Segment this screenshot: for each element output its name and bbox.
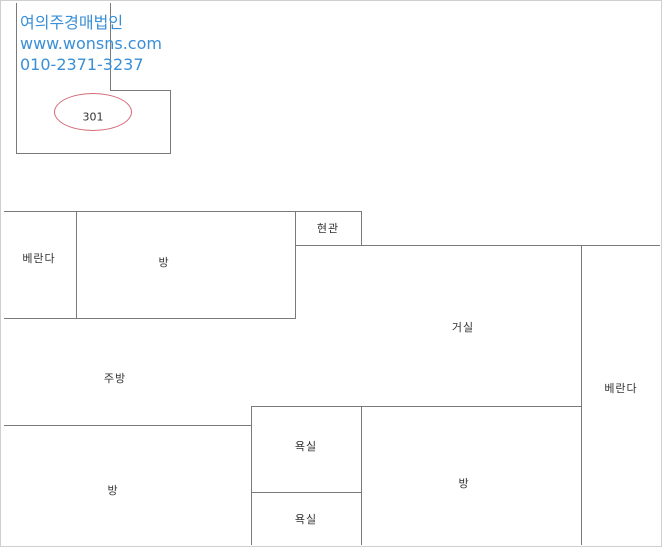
room-label-living-room: 거실 [451, 321, 475, 334]
key-plan-wall [16, 153, 171, 154]
wall [4, 211, 362, 212]
wall [361, 211, 362, 246]
watermark: 여의주경매법인 www.wonsns.com 010-2371-3237 [20, 12, 162, 75]
room-label-bathroom-1: 욕실 [294, 440, 318, 453]
watermark-website: www.wonsns.com [20, 34, 162, 53]
unit-highlight-ellipse [54, 93, 132, 131]
room-label-room-top: 방 [158, 256, 170, 269]
room-label-veranda-right: 베란다 [604, 382, 638, 395]
unit-number: 301 [82, 110, 104, 124]
wall [295, 245, 660, 246]
watermark-company: 여의주경매법인 [20, 13, 124, 32]
key-plan-wall [110, 90, 171, 91]
wall [251, 406, 582, 407]
wall [295, 211, 296, 319]
wall [4, 318, 296, 319]
wall [361, 406, 362, 545]
wall [581, 245, 582, 545]
room-label-bathroom-2: 욕실 [294, 513, 318, 526]
room-label-veranda-left: 베란다 [22, 252, 56, 265]
watermark-phone: 010-2371-3237 [20, 55, 144, 74]
room-label-room-bottom-right: 방 [458, 477, 470, 490]
key-plan-wall [170, 90, 171, 153]
room-label-entrance: 현관 [316, 222, 340, 235]
wall [4, 425, 252, 426]
key-plan-wall [110, 3, 111, 91]
wall [76, 211, 77, 319]
wall [251, 492, 362, 493]
key-plan-wall [16, 3, 17, 153]
room-label-kitchen: 주방 [103, 372, 127, 385]
wall [251, 406, 252, 545]
room-label-room-bottom-left: 방 [107, 484, 119, 497]
